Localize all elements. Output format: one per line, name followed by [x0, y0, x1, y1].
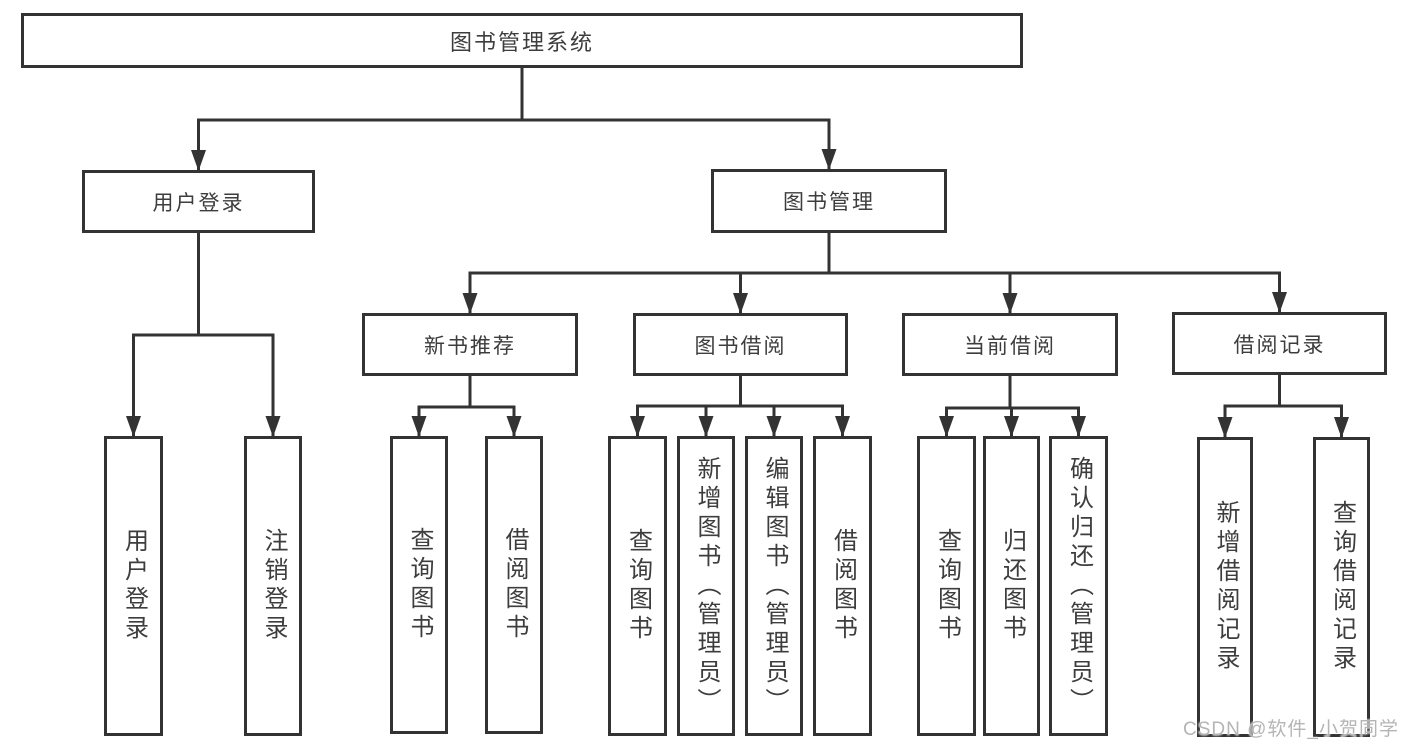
node-label-leaf-user-login: 用户登录 [120, 528, 148, 644]
node-leaf-query-book-3: 查询图书 [917, 436, 976, 736]
node-label-leaf-query-record: 查询借阅记录 [1328, 500, 1356, 674]
arrowhead-leaf-logout [265, 416, 281, 437]
node-leaf-confirm-return: 确认归还（管理员） [1049, 436, 1108, 736]
arrowhead-leaf-borrow-book-2 [835, 416, 850, 437]
arrowhead-leaf-query-book-1 [411, 416, 427, 437]
node-label-current-borrow: 当前借阅 [964, 334, 1056, 358]
arrowhead-leaf-user-login [126, 416, 141, 437]
node-label-leaf-edit-book: 编辑图书（管理员） [761, 455, 788, 717]
node-leaf-borrow-book-1: 借阅图书 [485, 436, 543, 734]
node-leaf-query-book-2: 查询图书 [608, 436, 667, 736]
node-leaf-return-book: 归还图书 [983, 436, 1040, 736]
node-new-book-rec: 新书推荐 [362, 313, 578, 376]
node-label-book-mgmt: 图书管理 [783, 191, 875, 214]
node-label-leaf-query-book-1: 查询图书 [406, 527, 433, 643]
watermark: CSDN @软件_小贺同学 [1183, 719, 1399, 740]
node-label-leaf-confirm-return: 确认归还（管理员） [1065, 455, 1093, 717]
node-label-leaf-add-record: 新增借阅记录 [1212, 500, 1239, 674]
arrowhead-book-borrow [733, 293, 748, 314]
node-root: 图书管理系统 [21, 13, 1023, 68]
node-label-leaf-logout: 注销登录 [260, 528, 287, 644]
arrowhead-leaf-return-book [1004, 416, 1019, 437]
arrowhead-leaf-borrow-book-1 [506, 416, 522, 437]
node-label-leaf-return-book: 归还图书 [998, 528, 1026, 644]
node-label-leaf-query-book-3: 查询图书 [933, 528, 961, 644]
node-leaf-add-book: 新增图书（管理员） [677, 436, 735, 736]
arrowhead-current-borrow [1002, 293, 1018, 314]
node-label-borrow-record: 借阅记录 [1233, 333, 1326, 357]
node-book-mgmt: 图书管理 [711, 169, 947, 233]
arrowhead-leaf-add-book [698, 416, 714, 437]
node-leaf-borrow-book-2: 借阅图书 [813, 436, 872, 736]
node-leaf-query-book-1: 查询图书 [390, 436, 448, 734]
arrowhead-leaf-query-record [1334, 417, 1349, 438]
arrowhead-leaf-query-book-3 [939, 416, 954, 437]
arrowhead-leaf-edit-book [766, 416, 782, 437]
arrowhead-leaf-add-record [1217, 417, 1233, 438]
node-leaf-user-login: 用户登录 [104, 436, 163, 736]
node-user-login: 用户登录 [82, 170, 315, 233]
node-label-leaf-query-book-2: 查询图书 [624, 528, 652, 644]
arrowhead-borrow-record [1272, 292, 1287, 313]
node-label-root: 图书管理系统 [449, 29, 594, 55]
node-label-new-book-rec: 新书推荐 [424, 334, 516, 358]
node-leaf-query-record: 查询借阅记录 [1313, 437, 1370, 737]
arrowhead-book-mgmt [821, 149, 837, 170]
node-label-book-borrow: 图书借阅 [694, 334, 787, 358]
arrowhead-leaf-query-book-2 [630, 416, 645, 437]
node-label-leaf-add-book: 新增图书（管理员） [693, 455, 720, 717]
node-leaf-add-record: 新增借阅记录 [1197, 437, 1253, 737]
node-book-borrow: 图书借阅 [633, 313, 848, 376]
arrowhead-user-login [191, 150, 206, 171]
node-current-borrow: 当前借阅 [902, 313, 1118, 376]
node-borrow-record: 借阅记录 [1172, 312, 1387, 375]
node-label-leaf-borrow-book-2: 借阅图书 [829, 528, 857, 644]
node-leaf-logout: 注销登录 [244, 436, 302, 736]
node-label-user-login: 用户登录 [152, 191, 245, 215]
arrowhead-new-book-rec [462, 293, 478, 314]
node-leaf-edit-book: 编辑图书（管理员） [745, 436, 803, 736]
arrowhead-leaf-confirm-return [1071, 416, 1086, 437]
node-label-leaf-borrow-book-1: 借阅图书 [501, 527, 528, 643]
